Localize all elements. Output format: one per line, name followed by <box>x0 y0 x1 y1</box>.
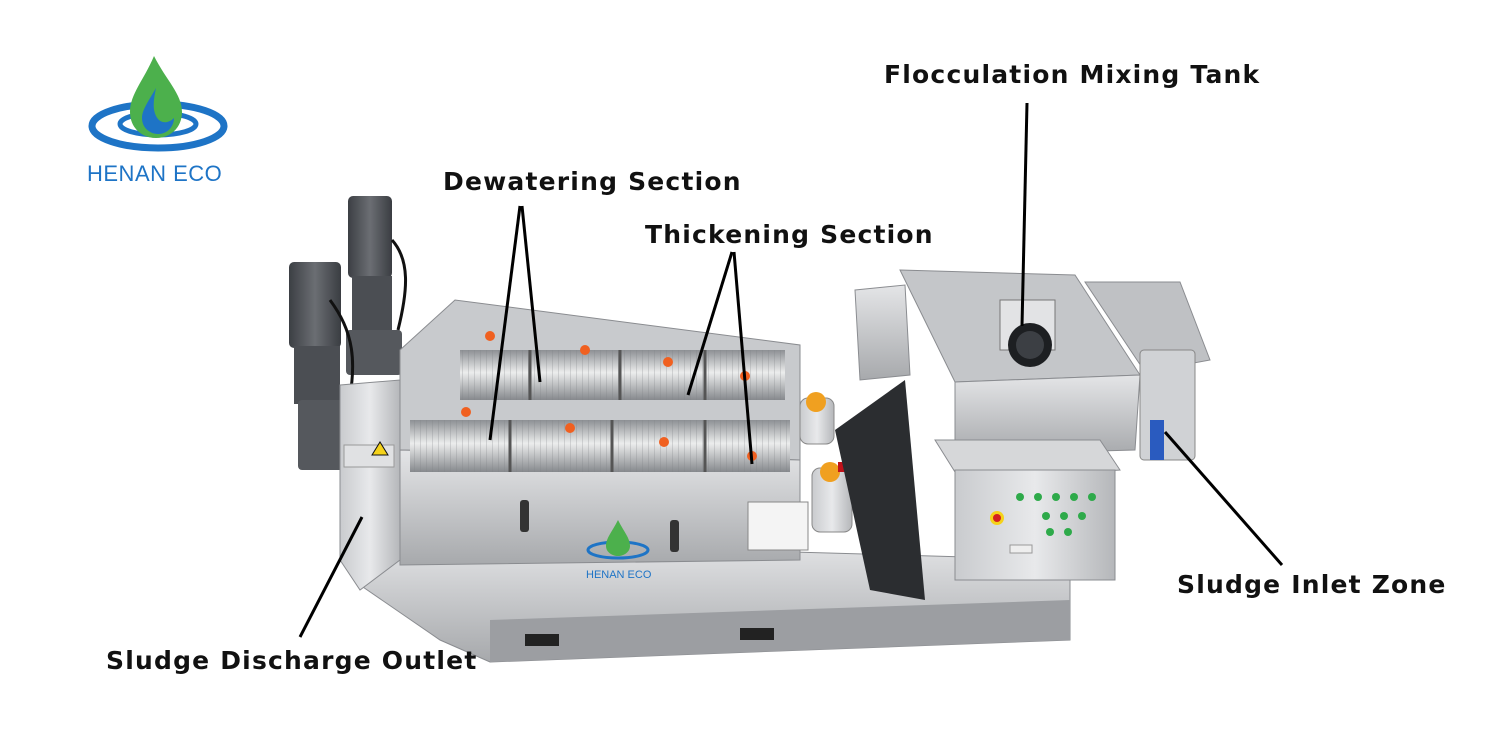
base-foot <box>740 628 774 640</box>
inlet-valve-blue <box>1150 420 1164 460</box>
panel-handle <box>670 520 679 552</box>
control-cabinet <box>934 439 1121 581</box>
spray-nozzle <box>485 331 495 341</box>
filtrate-chute <box>835 380 925 600</box>
spray-nozzle <box>565 423 575 433</box>
label-sludge-inlet-zone: Sludge Inlet Zone <box>1177 570 1447 599</box>
spec-label-plate <box>747 501 809 551</box>
spray-nozzle <box>747 451 757 461</box>
drive-motor-front <box>289 238 407 470</box>
screw-drum-lower <box>410 407 790 472</box>
label-flocculation-mixing-tank: Flocculation Mixing Tank <box>884 60 1261 89</box>
spray-nozzle <box>461 407 471 417</box>
label-dewatering-section: Dewatering Section <box>443 167 742 196</box>
spray-nozzle <box>740 371 750 381</box>
base-foot <box>525 634 559 646</box>
panel-watermark-logo <box>586 520 650 560</box>
drive-motor-rear <box>346 196 402 375</box>
logo-text: HENAN ECO <box>87 161 223 186</box>
flocculation-tank <box>854 269 1211 461</box>
warning-sign <box>371 441 389 456</box>
spray-nozzle <box>580 345 590 355</box>
sludge-inlet-box <box>1139 349 1196 461</box>
logo-drop-wave <box>142 88 174 134</box>
label-sludge-discharge-outlet: Sludge Discharge Outlet <box>106 646 478 675</box>
henan-eco-logo <box>88 56 228 152</box>
spray-nozzle <box>659 437 669 447</box>
control-buttons <box>1016 493 1096 536</box>
discharge-hood <box>339 379 401 591</box>
ball-valve <box>820 462 840 482</box>
panel-handle <box>520 500 529 532</box>
ball-valve <box>806 392 826 412</box>
panel-watermark-text: HENAN ECO <box>586 569 652 581</box>
spray-nozzle <box>663 357 673 367</box>
emergency-stop <box>993 514 1001 522</box>
label-thickening-section: Thickening Section <box>645 220 934 249</box>
